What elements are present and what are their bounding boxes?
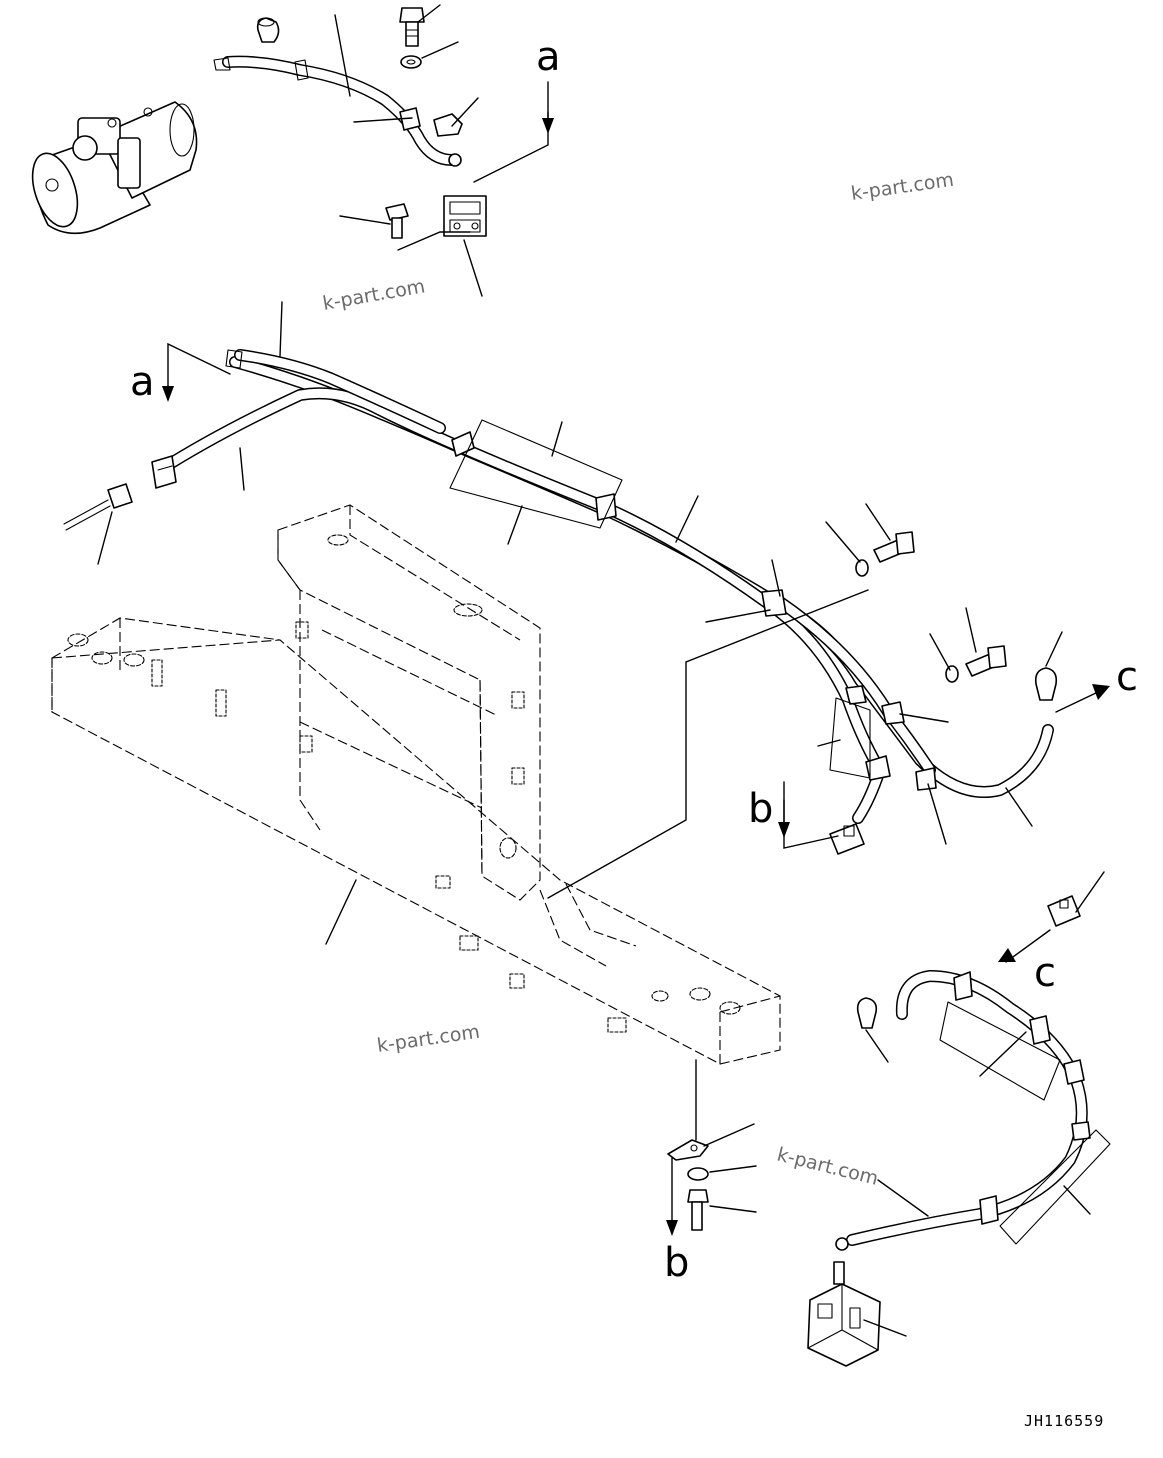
- main-harness: [154, 349, 1054, 824]
- watermark: k-part.com: [850, 169, 956, 205]
- ref-b-bottom-arrow: [666, 1157, 678, 1236]
- frame-icon: [51, 504, 781, 1065]
- washer-icon: [855, 559, 869, 577]
- leader-lines-mid: [97, 301, 1063, 899]
- leader-lines-top: [334, 4, 549, 297]
- leader-lines-frame: [325, 879, 757, 1213]
- junction-block-icon: [443, 195, 487, 237]
- screw-icon: [385, 203, 409, 239]
- washer-icon: [400, 55, 422, 69]
- switch-icon: [1047, 895, 1081, 927]
- leader-lines-lower: [863, 871, 1105, 1337]
- clip-icon: [451, 431, 937, 791]
- watermark: k-part.com: [775, 1144, 881, 1190]
- cap-icon: [856, 997, 878, 1029]
- washer-icon: [687, 1167, 709, 1181]
- lower-hose: [835, 970, 1111, 1251]
- pump-motor-icon: [31, 101, 198, 235]
- ref-letter-b-bottom: b: [664, 1240, 689, 1286]
- cable-terminal-icon: [433, 113, 463, 137]
- sensor-plug-icon: [63, 483, 133, 531]
- ref-b-right-arrow: [778, 781, 839, 849]
- cap-icon: [256, 17, 280, 43]
- valve-block-icon: [807, 1261, 881, 1367]
- ref-a-top-arrow: [542, 81, 554, 134]
- bolt-icon: [399, 7, 425, 47]
- bracket-icon: [667, 1139, 709, 1161]
- bolt-icon: [965, 645, 1007, 677]
- watermark: k-part.com: [321, 275, 427, 315]
- top-hose: [213, 55, 462, 167]
- ref-letter-a-left: a: [130, 359, 155, 405]
- ref-letter-c-right: c: [1116, 654, 1138, 700]
- ref-a-left-arrow: [162, 342, 231, 402]
- cap-icon: [1034, 667, 1058, 701]
- connector-icon: [151, 455, 177, 489]
- ref-letter-b-right: b: [748, 786, 773, 832]
- protective-sleeve: [449, 419, 871, 779]
- ref-c-lower-arrow: [998, 929, 1051, 963]
- connector-b-icon: [829, 823, 865, 855]
- drawing-code: JH116559: [1024, 1412, 1104, 1430]
- ref-letter-a-top: a: [536, 34, 561, 80]
- washer-icon: [945, 665, 959, 683]
- bolt-icon: [873, 531, 915, 563]
- ref-letter-c-lower: c: [1034, 950, 1056, 996]
- ref-c-right-arrow: [1055, 684, 1110, 713]
- watermark: k-part.com: [376, 1021, 482, 1057]
- bolt-icon: [687, 1189, 709, 1231]
